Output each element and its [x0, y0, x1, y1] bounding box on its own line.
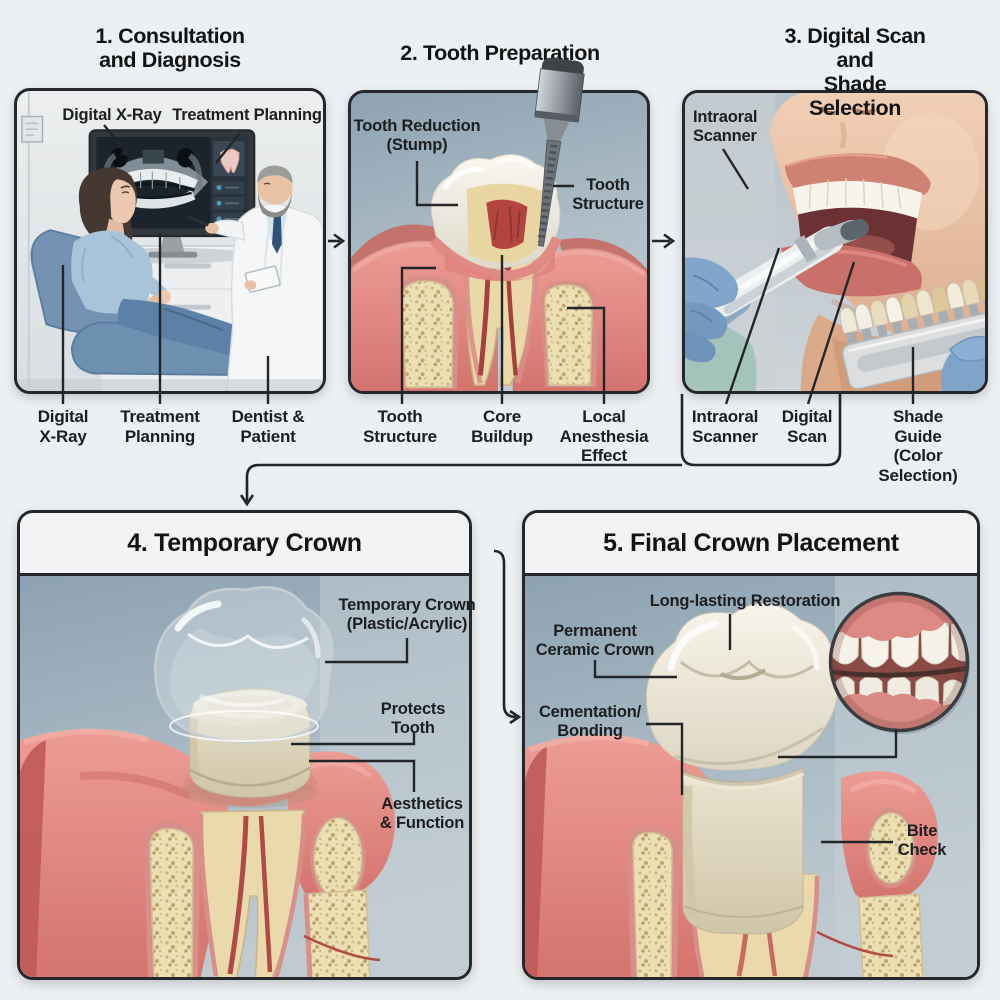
label-aesthetics-function: Aesthetics & Function	[379, 795, 465, 833]
label-intraoral-scanner-top: Intraoral Scanner	[693, 108, 758, 146]
label-long-lasting: Long-lasting Restoration	[649, 592, 841, 610]
label-shade-guide: Shade Guide (Color Selection)	[878, 407, 958, 486]
consultation-illustration	[17, 91, 323, 391]
bite-inset-circle	[828, 591, 970, 734]
gloved-hand-left	[685, 257, 739, 363]
nostril-right	[855, 108, 876, 115]
label-core-buildup: Core Buildup	[471, 407, 533, 446]
bone-cross-section	[144, 821, 201, 977]
arrow-step4-step5	[493, 549, 517, 719]
step4-image	[20, 576, 469, 977]
arrow-step3-step4	[245, 463, 682, 501]
upper-teeth	[792, 180, 923, 219]
label-tooth-structure-bottom: Tooth Structure	[363, 407, 437, 446]
label-digital-xray-bottom: Digital X-Ray	[37, 407, 89, 446]
label-cementation: Cementation/ Bonding	[538, 703, 642, 741]
gum-right-knob	[841, 770, 938, 903]
dentist	[187, 165, 323, 391]
step2-title: 2. Tooth Preparation	[400, 41, 600, 65]
step1-title: 1. Consultation and Diagnosis	[95, 24, 245, 73]
label-digital-scan: Digital Scan	[781, 407, 833, 446]
label-tooth-reduction: Tooth Reduction (Stump)	[353, 117, 481, 155]
label-local-anesthesia: Local Anesthesia Effect	[559, 407, 649, 466]
nostril-left	[820, 106, 838, 116]
step3-title: 3. Digital Scan and Shade Selection	[784, 24, 926, 121]
label-protects-tooth: Protects Tooth	[380, 700, 446, 738]
label-bite-check: Bite Check	[897, 822, 947, 860]
tooth-root-section	[198, 809, 381, 977]
label-tooth-structure-side: Tooth Structure	[572, 176, 644, 214]
transparent-temporary-crown	[154, 586, 334, 744]
label-intraoral-scanner-bottom: Intraoral Scanner	[691, 407, 759, 446]
label-treatment-planning-bottom: Treatment Planning	[120, 407, 200, 446]
step5-panel: 5. Final Crown Placement	[522, 510, 980, 980]
step4-panel: 4. Temporary Crown	[17, 510, 472, 980]
label-dentist-patient: Dentist & Patient	[231, 407, 305, 446]
shade-guide	[839, 275, 985, 390]
step5-header: 5. Final Crown Placement	[525, 513, 977, 576]
gloved-hand-right	[941, 335, 985, 391]
step4-header: 4. Temporary Crown	[20, 513, 469, 576]
label-treatment-planning-screen: Treatment Planning	[172, 106, 322, 124]
bone-cross-section	[627, 825, 680, 977]
pointer-pen	[187, 215, 209, 227]
label-temporary-crown: Temporary Crown (Plastic/Acrylic)	[338, 596, 476, 634]
step5-image	[525, 576, 977, 977]
step1-panel	[14, 88, 326, 394]
patient	[71, 167, 271, 362]
wall-frame	[21, 115, 44, 143]
prepared-tooth-crown	[431, 154, 561, 270]
gingival-collar	[429, 236, 562, 282]
temporary-crown-illustration	[20, 576, 469, 977]
label-digital-xray-screen: Digital X-Ray	[62, 106, 162, 124]
label-permanent-crown: Permanent Ceramic Crown	[535, 622, 655, 660]
tooth-stump	[681, 767, 805, 935]
final-crown-illustration	[525, 576, 977, 977]
